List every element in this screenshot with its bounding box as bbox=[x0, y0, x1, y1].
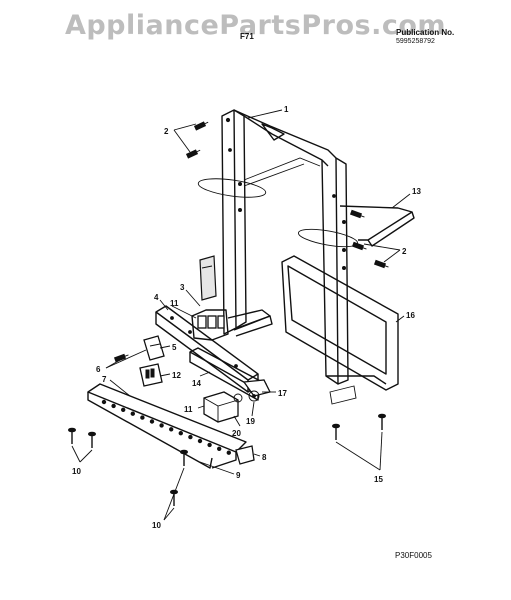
screw-icon bbox=[373, 259, 389, 269]
support-bracket bbox=[339, 205, 415, 247]
callout-11: 11 bbox=[170, 299, 179, 308]
screw-icon bbox=[378, 413, 386, 430]
screw-icon bbox=[68, 427, 76, 444]
callout-leader-lines bbox=[71, 109, 411, 521]
site-watermark: AppliancePartsPros.com bbox=[64, 10, 447, 41]
screw-icon bbox=[113, 353, 129, 363]
screw-fasteners bbox=[68, 121, 389, 506]
foot-bracket bbox=[235, 445, 255, 465]
callout-3: 3 bbox=[180, 283, 185, 292]
lower-mounting-strip bbox=[87, 383, 247, 469]
screw-icon bbox=[180, 449, 188, 466]
mounting-hole bbox=[207, 442, 212, 448]
mounting-hole bbox=[111, 403, 116, 409]
callout-13: 13 bbox=[412, 187, 421, 196]
mounting-hole bbox=[121, 407, 126, 412]
callout-2: 2 bbox=[164, 127, 169, 136]
mounting-hole bbox=[226, 450, 232, 455]
mounting-hole bbox=[159, 423, 164, 428]
screw-icon bbox=[185, 149, 201, 159]
control-mount-assembly bbox=[191, 255, 273, 341]
screw-icon bbox=[349, 209, 365, 219]
mounting-hole bbox=[149, 419, 155, 424]
mounting-hole bbox=[169, 427, 174, 432]
callout-1: 1 bbox=[284, 105, 289, 114]
callout-15: 15 bbox=[374, 475, 383, 484]
callout-6: 6 bbox=[96, 365, 101, 374]
screw-icon bbox=[193, 121, 209, 131]
mounting-hole bbox=[140, 415, 145, 420]
callout-14: 14 bbox=[192, 379, 201, 388]
callout-7: 7 bbox=[102, 375, 107, 384]
callout-11: 11 bbox=[184, 405, 193, 414]
callout-20: 20 bbox=[232, 429, 241, 438]
model-number: F71 bbox=[240, 32, 254, 41]
callout-16: 16 bbox=[406, 311, 415, 320]
side-bracket-frame bbox=[281, 255, 399, 405]
screw-icon bbox=[170, 489, 178, 506]
mounting-hole bbox=[130, 411, 136, 416]
screw-icon bbox=[351, 241, 367, 251]
screw-icon bbox=[332, 423, 340, 440]
screw-icon bbox=[88, 431, 96, 448]
diagram-code: P30F0005 bbox=[395, 551, 432, 560]
mounting-hole bbox=[101, 399, 107, 405]
wire-connector-block bbox=[139, 363, 163, 387]
callout-10: 10 bbox=[152, 521, 161, 530]
frame-assembly bbox=[197, 109, 359, 385]
retainer-clip bbox=[143, 335, 165, 361]
mounting-hole bbox=[188, 434, 193, 440]
callout-2: 2 bbox=[402, 247, 407, 256]
callout-10: 10 bbox=[72, 467, 81, 476]
callout-19: 19 bbox=[246, 417, 255, 426]
mounting-hole bbox=[197, 438, 203, 444]
callout-4: 4 bbox=[154, 293, 159, 302]
callout-12: 12 bbox=[172, 371, 181, 380]
callout-17: 17 bbox=[278, 389, 287, 398]
relay-module bbox=[203, 391, 243, 423]
publication-label: Publication No. bbox=[396, 28, 455, 37]
mounting-hole bbox=[217, 446, 222, 451]
callout-5: 5 bbox=[172, 343, 177, 352]
callout-labels: 1 2 2 3 4 5 6 7 8 9 10 10 11 11 12 13 14… bbox=[72, 105, 421, 530]
mounting-hole bbox=[178, 431, 184, 436]
callout-8: 8 bbox=[262, 453, 267, 462]
callout-9: 9 bbox=[236, 471, 241, 480]
publication-number: 5995258792 bbox=[396, 38, 435, 45]
